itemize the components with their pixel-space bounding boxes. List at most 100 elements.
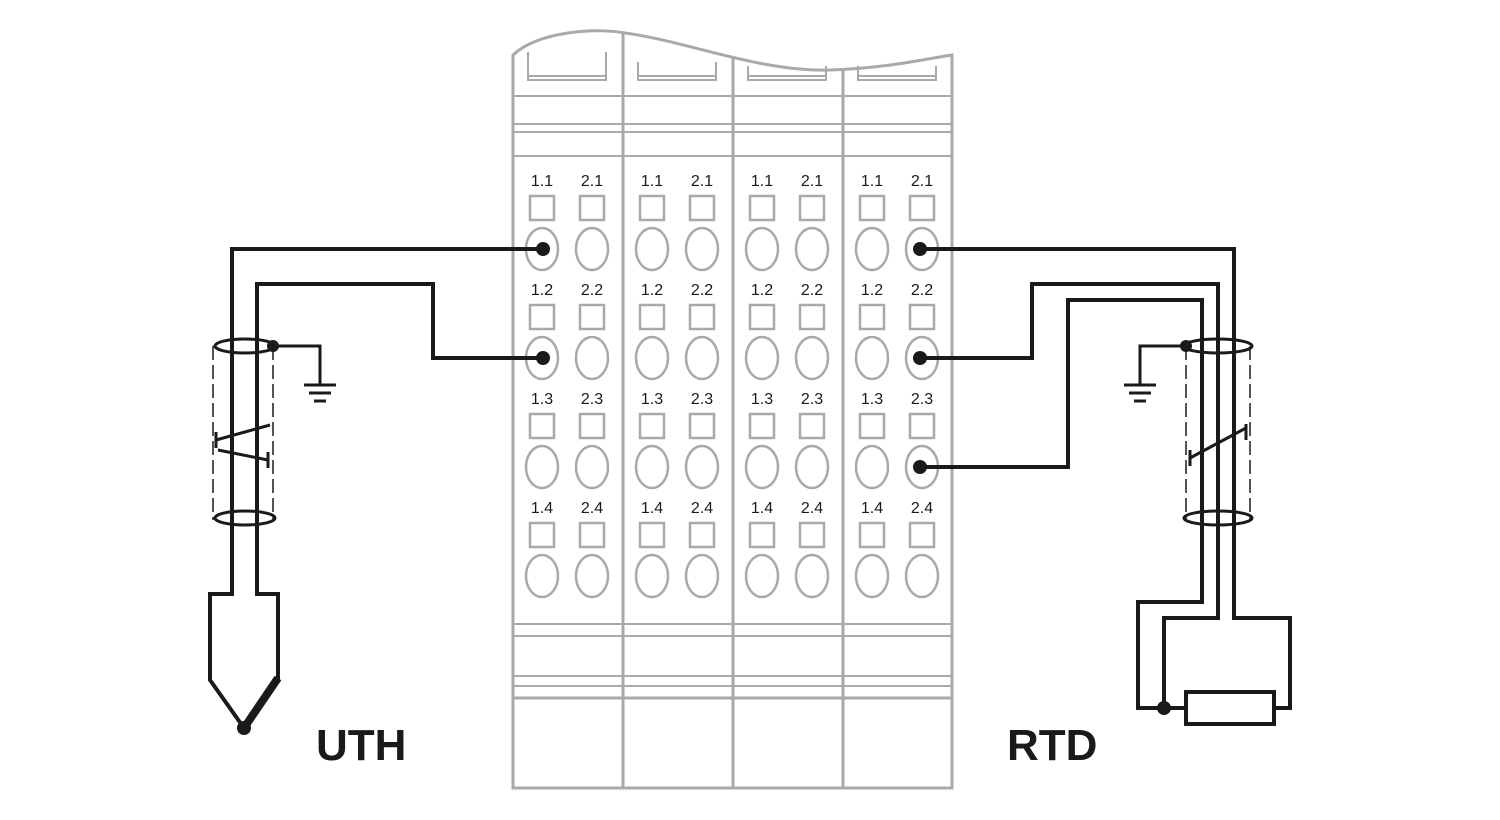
terminal-label: 2.3 [911, 391, 933, 408]
terminal-clamp [684, 553, 720, 599]
terminal-label: 1.2 [641, 282, 663, 299]
terminal-label: 1.2 [751, 282, 773, 299]
terminal-release-square [908, 194, 936, 222]
uth-wiring [208, 247, 543, 735]
terminal-release-square [858, 521, 886, 549]
terminal-label: 1.3 [641, 391, 663, 408]
terminal-release-square [858, 303, 886, 331]
terminal-release-square [798, 303, 826, 331]
terminal-release-square [638, 521, 666, 549]
terminal-release-square [638, 194, 666, 222]
terminal-release-square [688, 412, 716, 440]
rtd-wire-2-1 [920, 247, 1292, 710]
terminal-label: 2.3 [691, 391, 713, 408]
terminal-label: 1.3 [531, 391, 553, 408]
terminal-clamp [574, 553, 610, 599]
terminal-label: 1.3 [751, 391, 773, 408]
terminal-label: 2.4 [581, 500, 603, 517]
terminal-release-square [798, 412, 826, 440]
terminal-label: 2.3 [581, 391, 603, 408]
terminal-release-square [908, 412, 936, 440]
terminal-clamp [684, 226, 720, 272]
terminal-release-square [528, 412, 556, 440]
uth-junction [237, 721, 251, 735]
terminal-release-square [688, 194, 716, 222]
terminal-clamp [634, 226, 670, 272]
terminal-block-assembly [511, 29, 954, 790]
terminal-label: 2.1 [691, 173, 713, 190]
rtd-wire-2-2 [920, 282, 1220, 708]
rtd-wire-2-3 [920, 298, 1204, 710]
terminal-clamp [794, 335, 830, 381]
terminal-grid: 1.1 2.1 1.2 2.2 1.3 2.3 1.4 2.4 1.1 2.1 1.2 2.2 1.3 2… [524, 173, 940, 599]
terminal-label: 1.1 [641, 173, 663, 190]
terminal-clamp [574, 335, 610, 381]
terminal-clamp [794, 444, 830, 490]
terminal-clamp [634, 335, 670, 381]
terminal-clamp [794, 226, 830, 272]
terminal-release-square [748, 521, 776, 549]
terminal-release-square [638, 412, 666, 440]
terminal-release-square [528, 303, 556, 331]
terminal-label: 2.1 [581, 173, 603, 190]
terminal-clamp [524, 553, 560, 599]
terminal-release-square [798, 521, 826, 549]
terminal-release-square [748, 303, 776, 331]
terminal-label: 2.4 [691, 500, 713, 517]
terminal-label: 2.3 [801, 391, 823, 408]
terminal-clamp [854, 226, 890, 272]
terminal-label: 1.1 [861, 173, 883, 190]
uth-wire-1-1 [208, 247, 543, 730]
terminal-release-square [798, 194, 826, 222]
terminal-clamp [744, 335, 780, 381]
terminal-clamp [794, 553, 830, 599]
terminal-label: 1.3 [861, 391, 883, 408]
terminal-clamp [684, 335, 720, 381]
rtd-wiring [920, 247, 1292, 726]
terminal-release-square [748, 194, 776, 222]
terminal-release-square [908, 521, 936, 549]
terminal-release-square [578, 194, 606, 222]
terminal-label: 1.4 [531, 500, 553, 517]
terminal-label: 2.2 [911, 282, 933, 299]
terminal-clamp [904, 553, 940, 599]
terminal-label: 2.2 [581, 282, 603, 299]
terminal-release-square [528, 521, 556, 549]
terminal-clamp [574, 444, 610, 490]
terminal-release-square [748, 412, 776, 440]
terminal-clamp [744, 444, 780, 490]
terminal-label: 2.2 [801, 282, 823, 299]
terminal-label: 1.4 [641, 500, 663, 517]
terminal-label: 2.1 [801, 173, 823, 190]
terminal-clamp [854, 553, 890, 599]
terminal-label: 1.2 [861, 282, 883, 299]
terminal-clamp [744, 553, 780, 599]
uth-wire-1-2 [242, 282, 543, 730]
terminal-clamp [854, 335, 890, 381]
terminal-label: 1.4 [861, 500, 883, 517]
terminal-label: 1.4 [751, 500, 773, 517]
terminal-label: 2.1 [911, 173, 933, 190]
terminal-release-square [858, 194, 886, 222]
terminal-clamp [524, 444, 560, 490]
terminal-release-square [908, 303, 936, 331]
terminal-clamp [574, 226, 610, 272]
terminal-release-square [688, 303, 716, 331]
terminal-label: 2.4 [801, 500, 823, 517]
terminal-release-square [858, 412, 886, 440]
terminal-clamp [634, 444, 670, 490]
terminal-clamp [684, 444, 720, 490]
module-outline [511, 29, 954, 790]
terminal-clamp [854, 444, 890, 490]
terminal-clamp [744, 226, 780, 272]
terminal-release-square [578, 303, 606, 331]
terminal-release-square [688, 521, 716, 549]
terminal-release-square [528, 194, 556, 222]
terminal-label: 2.4 [911, 500, 933, 517]
terminal-label: 1.1 [751, 173, 773, 190]
terminal-label: 1.1 [531, 173, 553, 190]
rtd-label: RTD [1007, 721, 1097, 770]
terminal-label: 1.2 [531, 282, 553, 299]
terminal-clamp [634, 553, 670, 599]
